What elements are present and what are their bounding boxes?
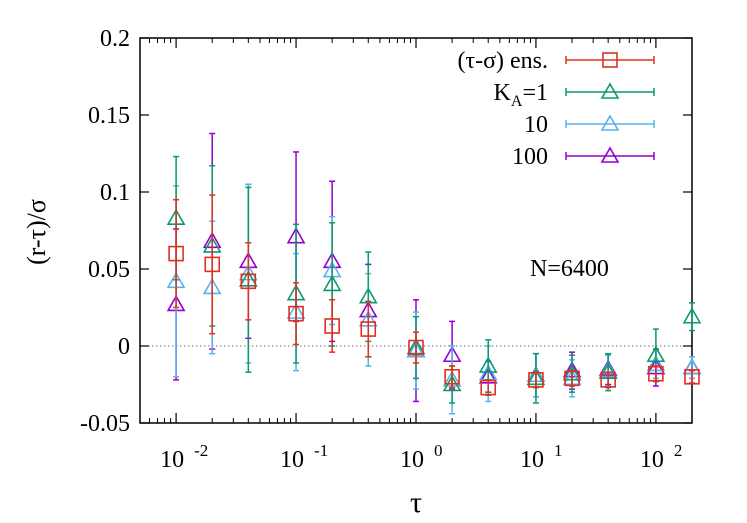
x-tick-exponent: -1: [314, 441, 328, 460]
x-tick-label: 10: [640, 447, 664, 473]
data-point: [600, 372, 616, 388]
y-tick-label: 0.15: [88, 103, 130, 129]
data-point: [646, 345, 666, 363]
x-tick-label: 10: [400, 447, 424, 473]
legend-marker: [600, 146, 620, 163]
x-tick-label: 10: [160, 447, 184, 473]
data-point: [240, 273, 257, 290]
annotation-label: N=6400: [530, 256, 609, 282]
data-point: [360, 321, 377, 337]
data-point: [168, 245, 184, 262]
data-point: [324, 318, 340, 334]
y-axis-label: (r-τ)/σ: [22, 199, 51, 265]
x-tick-label: 10: [520, 447, 544, 473]
y-tick-label: 0: [118, 334, 130, 360]
legend-label: KA=1: [494, 80, 548, 110]
data-point: [322, 274, 342, 292]
legend-marker: [600, 82, 620, 99]
x-axis-label: τ: [410, 486, 422, 519]
x-tick-exponent: 1: [554, 441, 563, 460]
data-point: [528, 372, 544, 388]
x-tick-label: 10: [280, 447, 304, 473]
data-point: [478, 356, 498, 373]
legend: (τ-σ) ens. KA=110 100: [457, 48, 655, 170]
series-layer: [166, 132, 702, 415]
y-tick-label: -0.05: [80, 411, 130, 437]
legend-label: (τ-σ) ens.: [457, 48, 548, 74]
y-tick-label: 0.05: [88, 257, 130, 283]
data-point: [684, 368, 700, 385]
data-point: [444, 368, 460, 385]
legend-marker: [602, 52, 618, 68]
x-tick-exponent: 0: [434, 441, 443, 460]
x-tick-exponent: -2: [194, 441, 208, 460]
y-tick-label: 0.1: [100, 180, 130, 206]
data-point: [648, 365, 664, 382]
series-0: [168, 194, 700, 397]
y-tick-label: 0.2: [100, 26, 130, 52]
x-tick-exponent: 2: [674, 441, 683, 460]
legend-marker: [600, 114, 620, 131]
data-point: [564, 370, 580, 387]
data-point: [682, 307, 702, 324]
data-point: [204, 256, 221, 273]
data-point: [480, 379, 497, 396]
legend-label: 100: [512, 144, 548, 170]
legend-label: 10: [524, 112, 548, 138]
data-point: [408, 339, 424, 356]
data-point: [288, 305, 304, 322]
